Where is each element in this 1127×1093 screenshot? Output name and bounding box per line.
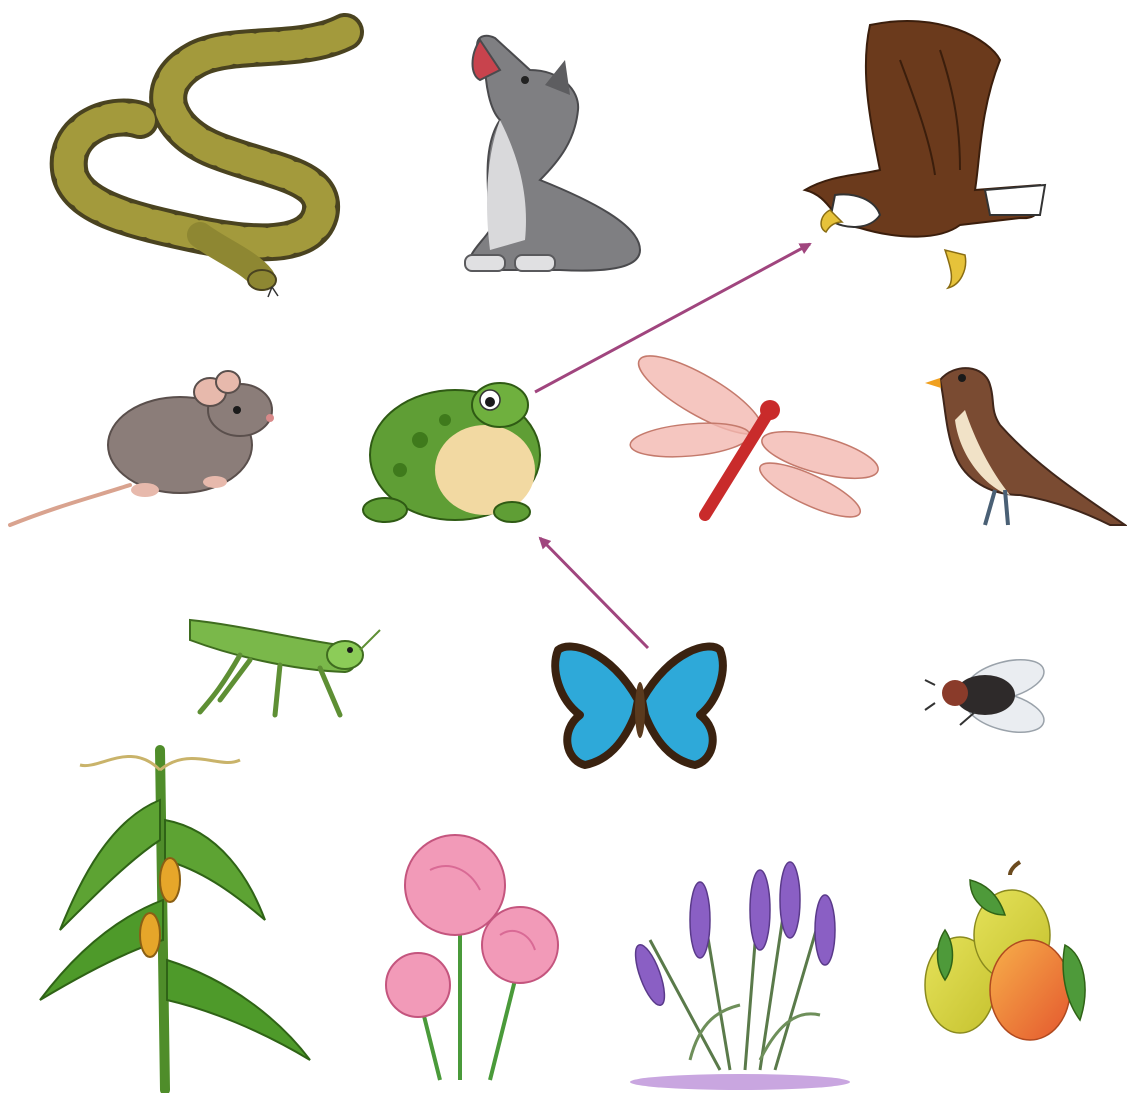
- snake-icon: [69, 32, 345, 297]
- corn-plant-icon: [40, 750, 310, 1090]
- frog-icon: [363, 383, 540, 522]
- bird-icon: [925, 368, 1125, 525]
- wolf-icon: [465, 36, 640, 271]
- arrow-butterfly-to-frog: [540, 538, 648, 648]
- lavender-plant-icon: [630, 862, 850, 1090]
- grasshopper-icon: [190, 620, 380, 715]
- eagle-icon: [805, 21, 1045, 288]
- carnation-flower-icon: [386, 835, 558, 1080]
- mouse-icon: [10, 371, 274, 525]
- dragonfly-icon: [629, 343, 883, 527]
- butterfly-icon: [555, 647, 723, 765]
- mango-fruit-icon: [925, 862, 1085, 1040]
- fly-icon: [925, 652, 1048, 739]
